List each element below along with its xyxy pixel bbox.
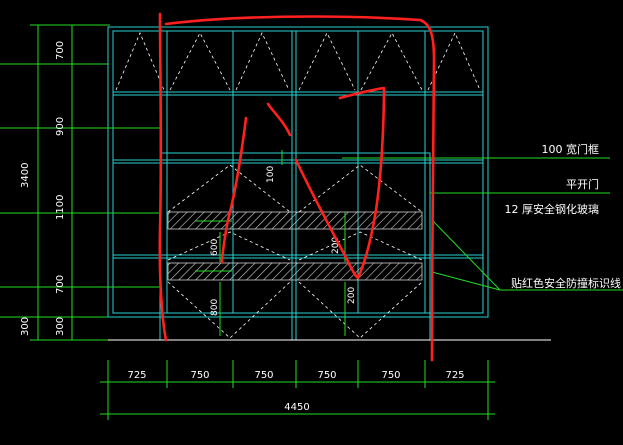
notes: 100 宽门框 平开门 12 厚安全钢化玻璃 贴红色安全防撞标识线 — [505, 142, 622, 290]
dim-left-900: 900 — [55, 117, 66, 136]
annotation-inner-right-stroke — [294, 86, 386, 280]
dim-bottom-750-4: 750 — [381, 370, 400, 381]
dim-bottom-725-left: 725 — [127, 370, 146, 381]
dim-left-300-inner: 300 — [55, 317, 66, 336]
annotation-inner-left-stroke — [220, 116, 248, 264]
inner-dimension-texts: 100 600 800 200 200 — [210, 166, 357, 316]
note-glass: 12 厚安全钢化玻璃 — [505, 202, 600, 216]
note-strip: 贴红色安全防撞标识线 — [511, 276, 621, 290]
left-dimension-lines — [0, 24, 160, 341]
leader-lines — [342, 157, 623, 291]
dim-inner-200-bottom: 200 — [347, 287, 357, 304]
dim-inner-200-top: 200 — [331, 237, 341, 254]
glass-diagonals — [115, 31, 481, 339]
annotation-dot-stroke — [266, 102, 292, 137]
dim-left-700-top: 700 — [55, 41, 66, 60]
door-frame — [159, 152, 431, 341]
red-handwritten-annotation — [158, 12, 436, 362]
dim-inner-800: 800 — [210, 299, 220, 316]
dim-bottom-725-right: 725 — [445, 370, 464, 381]
annotation-left-stroke — [158, 12, 168, 342]
inner-frame — [112, 30, 484, 314]
safety-strip-upper — [167, 211, 423, 230]
left-dimension-texts: 700 900 1100 700 300 300 3400 — [20, 41, 66, 336]
bottom-dimension-texts: 725 750 750 750 750 725 4450 — [127, 370, 464, 413]
dim-bottom-750-1: 750 — [190, 370, 209, 381]
bottom-dimension-lines — [100, 360, 495, 420]
dim-total-width: 4450 — [284, 402, 309, 413]
dim-inner-600: 600 — [210, 239, 220, 256]
annotation-top-right-stroke — [164, 15, 436, 362]
dim-total-height: 3400 — [20, 163, 31, 188]
dim-left-700-bottom: 700 — [55, 275, 66, 294]
outer-frame — [107, 26, 489, 318]
dim-left-1100: 1100 — [55, 195, 66, 220]
dim-left-300-outer: 300 — [20, 317, 31, 336]
note-frame: 100 宽门框 — [542, 142, 600, 156]
dim-bottom-750-2: 750 — [254, 370, 273, 381]
note-door: 平开门 — [566, 177, 599, 191]
dim-inner-100: 100 — [266, 166, 276, 183]
safety-strips — [167, 211, 423, 281]
dim-bottom-750-3: 750 — [317, 370, 336, 381]
